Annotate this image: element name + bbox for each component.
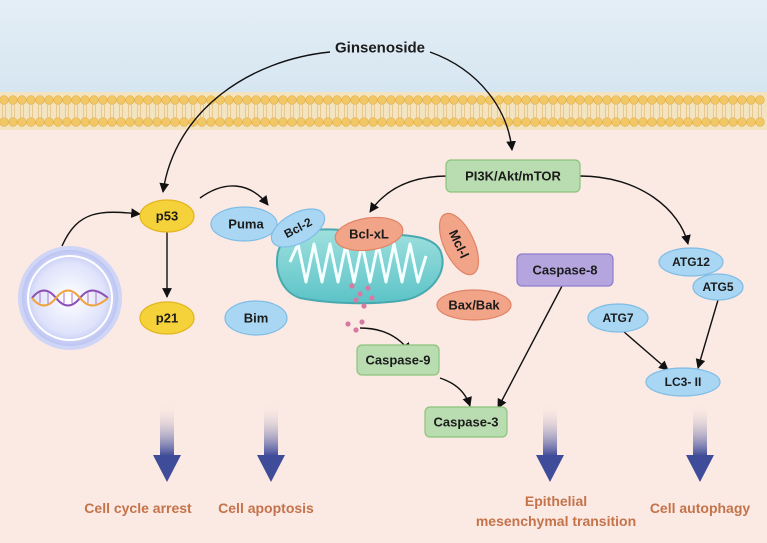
arrow-dna-to-p53 xyxy=(61,208,141,247)
p21-node: p21 xyxy=(155,310,179,326)
outcome-cell-autophagy: Cell autophagy xyxy=(649,500,751,516)
puma-shape xyxy=(210,206,278,242)
caspase3-node: Caspase-3 xyxy=(433,414,499,430)
arrow-ginsenoside-to-p53 xyxy=(159,51,331,193)
puma-node: Puma xyxy=(228,216,264,232)
arrow-pi3k-to-atg12 xyxy=(579,175,691,245)
arrow-ginsenoside-to-pi3k xyxy=(429,51,516,151)
caspase9-shape xyxy=(356,344,440,376)
outcome-cell-cycle-arrest: Cell cycle arrest xyxy=(84,500,192,516)
bcl2-shape xyxy=(270,208,326,248)
down-arrow-cell-cycle-arrest xyxy=(153,404,181,482)
bim-node: Bim xyxy=(243,310,269,326)
caspase3-shape xyxy=(424,406,508,438)
caspase9-node: Caspase-9 xyxy=(365,352,431,368)
bim-shape xyxy=(224,300,288,336)
ginsenoside-label: Ginsenoside xyxy=(334,39,426,57)
mitochondrion-icon xyxy=(276,228,444,333)
atg5-node: ATG5 xyxy=(702,280,734,294)
atg7-node: ATG7 xyxy=(602,311,634,325)
mcl1-shape xyxy=(438,212,480,276)
p21-shape xyxy=(139,301,195,335)
bclxl-node: Bcl-xL xyxy=(349,226,389,242)
extracellular-region xyxy=(0,0,767,92)
lc3-node: LC3- II xyxy=(664,375,702,389)
arrow-atg7-to-lc3 xyxy=(622,330,669,371)
atg12-shape xyxy=(658,247,724,277)
down-arrow-cell-autophagy xyxy=(686,404,714,482)
down-arrow-cell-apoptosis xyxy=(257,404,285,482)
down-arrow-emt xyxy=(536,404,564,482)
atg12-node: ATG12 xyxy=(672,255,710,269)
lc3-shape xyxy=(645,367,721,397)
baxbak-shape xyxy=(436,289,512,321)
bclxl-shape xyxy=(334,216,404,252)
p53-node: p53 xyxy=(155,208,179,224)
outcome-cell-apoptosis: Cell apoptosis xyxy=(218,500,314,516)
arrow-caspase9-to-caspase3 xyxy=(439,377,472,407)
pi3k-shape xyxy=(445,159,581,193)
pi3k-node: PI3K/Akt/mTOR xyxy=(465,168,561,184)
arrow-atg5-to-lc3 xyxy=(695,299,719,369)
arrow-pi3k-to-bclxl xyxy=(369,175,449,213)
atg7-shape xyxy=(587,303,649,333)
baxbak-node: Bax/Bak xyxy=(448,297,500,313)
p53-shape xyxy=(139,199,195,233)
arrow-caspase8-to-caspase3 xyxy=(497,285,563,409)
atg5-shape xyxy=(692,273,744,301)
caspase8-node: Caspase-8 xyxy=(532,262,598,278)
arrow-p53-to-puma xyxy=(199,185,269,206)
outcome-emt-line1: Epithelial xyxy=(524,493,588,509)
outcome-emt-line2: mesenchymal transition xyxy=(475,513,637,529)
cell-membrane xyxy=(0,92,767,130)
caspase8-shape xyxy=(516,253,614,287)
dna-icon xyxy=(18,246,122,350)
